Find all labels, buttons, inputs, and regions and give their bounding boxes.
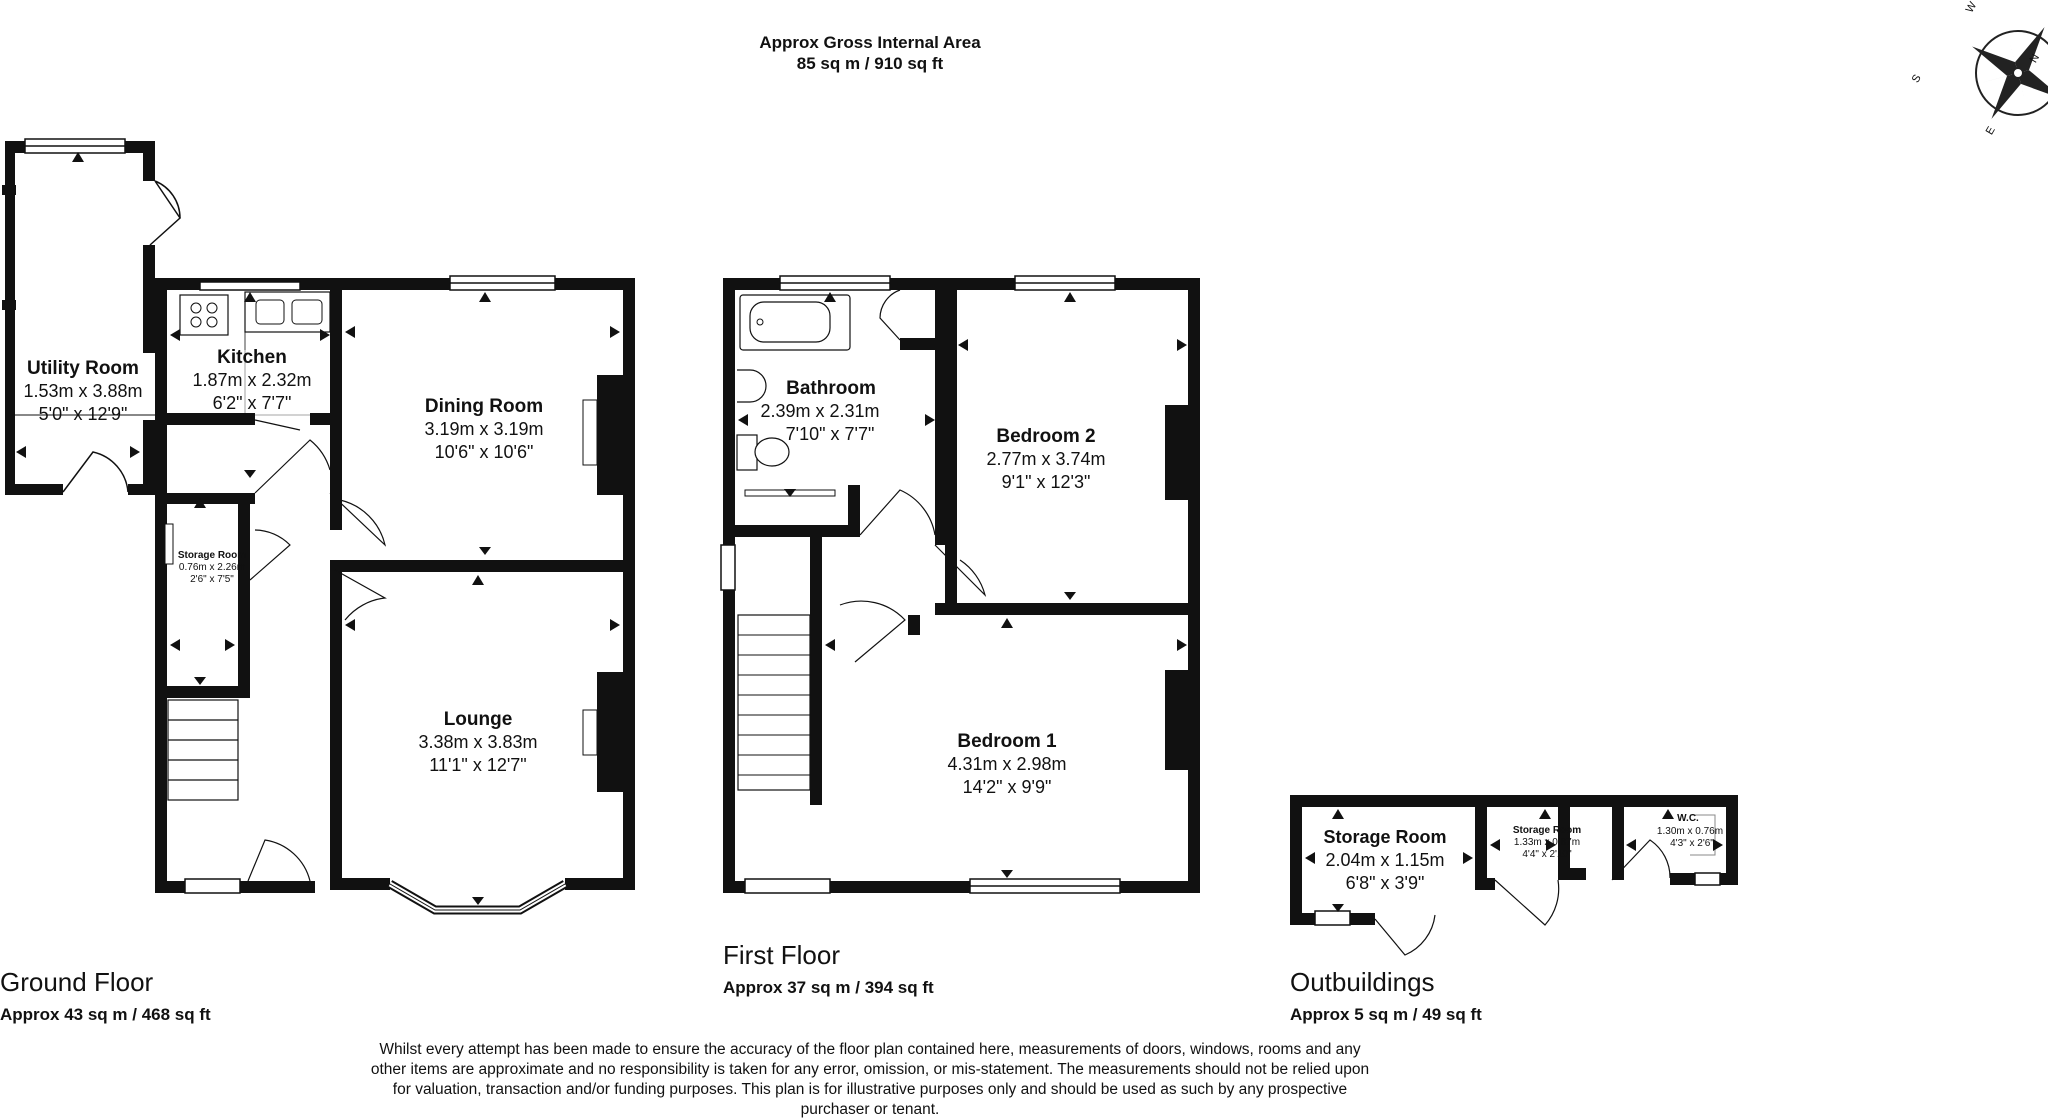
lounge-metric: 3.38m x 3.83m <box>418 732 537 752</box>
gross-area-header: Approx Gross Internal Area 85 sq m / 910… <box>690 32 1050 74</box>
dining-room-metric: 3.19m x 3.19m <box>424 419 543 439</box>
ground-floor-title: Ground Floor <box>0 967 154 997</box>
utility-room-name: Utility Room <box>27 358 139 379</box>
kitchen-imperial: 6'2" x 7'7" <box>213 393 292 413</box>
bathroom-imperial: 7'10" x 7'7" <box>786 424 875 444</box>
outbuildings-area: Approx 5 sq m / 49 sq ft <box>1290 1005 1482 1024</box>
storage-gf-name: Storage Room <box>178 550 246 561</box>
first-floor-area: Approx 37 sq m / 394 sq ft <box>723 978 934 997</box>
compass-w: W <box>1964 0 1980 15</box>
kitchen-name: Kitchen <box>217 347 287 368</box>
bedroom-1 <box>810 600 1190 800</box>
bathroom <box>735 280 947 545</box>
bedroom-2 <box>908 278 1200 635</box>
compass-e: E <box>1984 125 1998 137</box>
bedroom-1-imperial: 14'2" x 9'9" <box>963 777 1052 797</box>
utility-room-imperial: 5'0" x 12'9" <box>39 404 128 424</box>
lounge <box>330 560 635 915</box>
dining-room-name: Dining Room <box>425 396 543 417</box>
room-labels: Utility Room 1.53m x 3.88m 5'0" x 12'9" … <box>23 347 1723 893</box>
outbuildings-plan <box>1290 795 1738 956</box>
bathroom-name: Bathroom <box>786 378 876 399</box>
outbuildings-title: Outbuildings <box>1290 967 1435 997</box>
dimension-arrows <box>16 152 1723 912</box>
hallway <box>155 493 315 894</box>
first-floor-plan <box>720 275 1200 894</box>
storage-out2-name: Storage Room <box>1513 825 1581 836</box>
storage-out1-metric: 2.04m x 1.15m <box>1325 850 1444 870</box>
lounge-name: Lounge <box>444 709 513 730</box>
utility-room-metric: 1.53m x 3.88m <box>23 381 142 401</box>
bedroom-1-name: Bedroom 1 <box>957 731 1057 752</box>
bathroom-metric: 2.39m x 2.31m <box>760 401 879 421</box>
utility-room <box>2 138 181 495</box>
disclaimer-text: Whilst every attempt has been made to en… <box>370 1041 1370 1118</box>
bedroom-2-imperial: 9'1" x 12'3" <box>1002 472 1091 492</box>
wc-metric: 1.30m x 0.76m <box>1657 826 1723 837</box>
dining-room-imperial: 10'6" x 10'6" <box>435 442 534 462</box>
bedroom-1-metric: 4.31m x 2.98m <box>947 754 1066 774</box>
compass-icon: W N E S <box>1910 0 2048 137</box>
gross-area-label: Approx Gross Internal Area <box>759 33 981 52</box>
bedroom-2-name: Bedroom 2 <box>996 426 1095 447</box>
dining-room <box>329 275 635 572</box>
wc-name: W.C. <box>1677 813 1699 824</box>
lounge-imperial: 11'1" x 12'7" <box>429 755 526 775</box>
kitchen <box>143 278 345 494</box>
ground-floor-plan <box>2 138 635 915</box>
ground-floor-area: Approx 43 sq m / 468 sq ft <box>0 1005 211 1024</box>
storage-out1-name: Storage Room <box>1323 827 1446 847</box>
first-floor-title: First Floor <box>723 940 840 970</box>
storage-out1-imperial: 6'8" x 3'9" <box>1346 873 1425 893</box>
wc-imperial: 4'3" x 2'6" <box>1670 838 1714 849</box>
kitchen-metric: 1.87m x 2.32m <box>192 370 311 390</box>
gross-area-value: 85 sq m / 910 sq ft <box>796 54 944 73</box>
storage-out2-imperial: 4'4" x 2'10" <box>1522 849 1572 860</box>
storage-gf-imperial: 2'6" x 7'5" <box>190 574 234 585</box>
compass-s: S <box>1910 73 1924 85</box>
bedroom-2-metric: 2.77m x 3.74m <box>986 449 1105 469</box>
storage-gf-metric: 0.76m x 2.26m <box>179 562 245 573</box>
